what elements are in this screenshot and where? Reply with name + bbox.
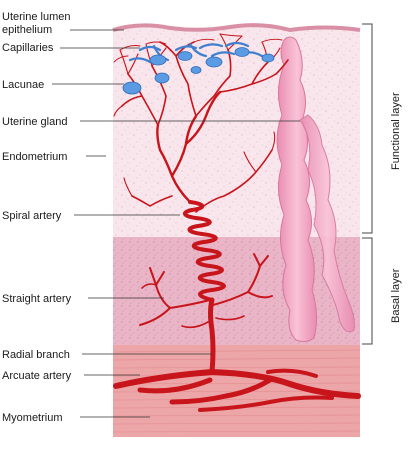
label-uterine-lumen-epithelium-line2: epithelium <box>2 24 52 36</box>
straight-artery-right <box>212 253 273 306</box>
arcuate-artery <box>113 369 361 399</box>
arcuate-artery-branch-1 <box>137 377 213 394</box>
arcuate-artery-branch-3 <box>266 368 318 378</box>
layer-brackets <box>362 23 373 345</box>
label-radial-branch: Radial branch <box>2 349 70 361</box>
label-uterine-lumen-epithelium-line1: Uterine lumen <box>2 11 70 23</box>
label-spiral-artery: Spiral artery <box>2 210 62 222</box>
arcuate-artery-branch-4 <box>198 395 334 412</box>
radial-branch-vessel <box>208 297 216 375</box>
label-uterine-gland: Uterine gland <box>2 116 67 128</box>
uterine-gland-back <box>299 114 355 333</box>
uterine-gland-front <box>276 36 318 343</box>
straight-artery-left <box>139 267 211 326</box>
label-straight-artery: Straight artery <box>2 293 72 305</box>
label-arcuate-artery: Arcuate artery <box>2 370 72 382</box>
label-myometrium: Myometrium <box>2 412 63 424</box>
capillaries-network <box>122 41 275 95</box>
label-lacunae: Lacunae <box>2 79 44 91</box>
lacunae-group <box>122 47 275 95</box>
spiral-artery-upper <box>156 90 222 204</box>
leader-lines <box>52 29 300 418</box>
label-endometrium: Endometrium <box>2 151 67 163</box>
functional-layer-bracket <box>362 23 373 234</box>
label-basal-layer: Basal layer <box>390 268 402 323</box>
uterine-glands <box>276 36 355 343</box>
labels: Uterine lumen epithelium Capillaries Lac… <box>2 11 402 424</box>
label-functional-layer: Functional layer <box>390 92 402 170</box>
basal-layer-bracket <box>362 237 373 345</box>
label-capillaries: Capillaries <box>2 42 54 54</box>
lumen-epithelium <box>112 23 361 33</box>
spiral-artery-coil <box>183 200 226 302</box>
arcuate-artery-branch-2 <box>169 377 273 405</box>
arterial-tree <box>113 33 361 412</box>
